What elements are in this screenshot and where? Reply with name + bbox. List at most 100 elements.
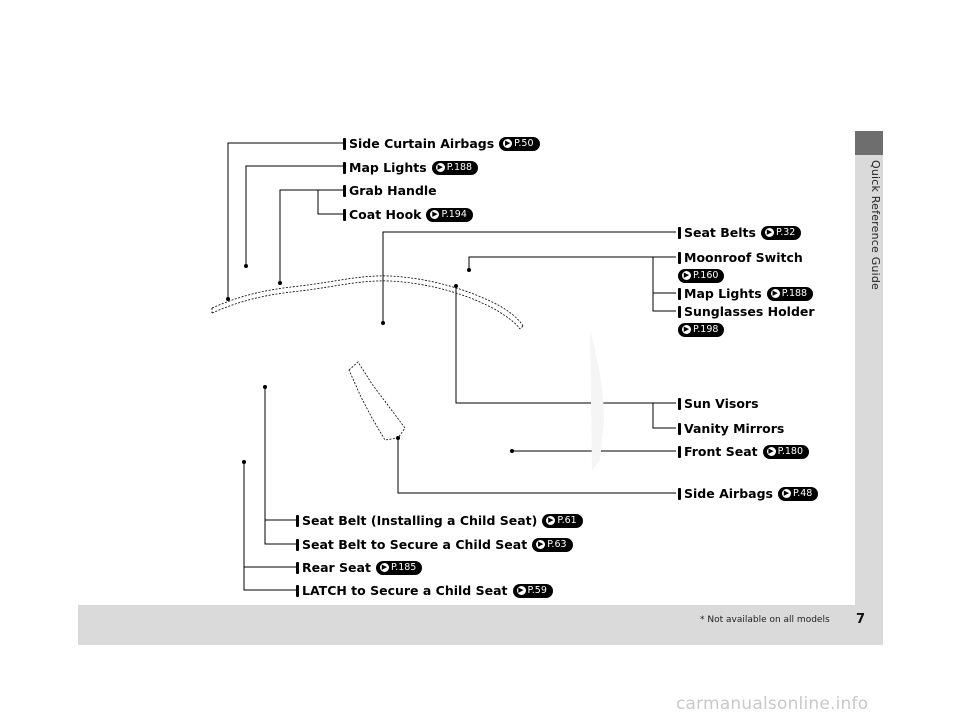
- callout-label: Seat Belt to Secure a Child Seat: [302, 537, 528, 552]
- arrow-icon: ▶: [435, 163, 445, 172]
- page-ref-link[interactable]: ▶P.198: [678, 322, 725, 337]
- callout-latch: LATCH to Secure a Child Seat ▶P.59: [296, 583, 553, 598]
- bullet-marker: [343, 184, 346, 197]
- page-ref-link[interactable]: ▶P.59: [512, 583, 553, 598]
- page-ref-link[interactable]: ▶P.188: [431, 160, 479, 175]
- arrow-icon: ▶: [781, 489, 791, 498]
- bullet-marker: [678, 226, 681, 239]
- seat-back-outline: [348, 361, 406, 441]
- arrow-icon: ▶: [682, 271, 691, 280]
- callout-label: Sunglasses Holder: [684, 304, 815, 319]
- page-ref-link[interactable]: ▶P.50: [499, 136, 540, 151]
- page-ref-link[interactable]: ▶P.180: [762, 444, 810, 459]
- callout-rear-seat: Rear Seat ▶P.185: [296, 560, 423, 575]
- arrow-icon: ▶: [766, 447, 776, 456]
- section-tab: [855, 131, 883, 155]
- leader-seat-belts: [382, 231, 676, 323]
- callout-seat-belt-installing-child-seat: Seat Belt (Installing a Child Seat) ▶P.6…: [296, 513, 583, 528]
- leader-vanity-mirrors: [652, 403, 676, 429]
- bullet-marker: [296, 561, 299, 574]
- page-ref-link[interactable]: ▶P.188: [766, 286, 814, 301]
- bullet-marker: [678, 422, 681, 435]
- page-ref-link[interactable]: ▶P.160: [678, 268, 725, 283]
- leader-seat-belt-secure: [264, 520, 296, 545]
- callout-label: Seat Belts: [684, 225, 756, 240]
- bullet-marker: [296, 538, 299, 551]
- callout-label: Sun Visors: [684, 396, 759, 411]
- callout-map-lights-left: Map Lights ▶P.188: [343, 160, 479, 175]
- page-ref-link[interactable]: ▶P.63: [532, 537, 573, 552]
- bullet-marker: [343, 137, 346, 150]
- callout-label: Front Seat: [684, 444, 758, 459]
- page-ref-link[interactable]: ▶P.48: [777, 486, 819, 501]
- bullet-marker: [678, 251, 681, 264]
- leader-latch: [243, 567, 296, 591]
- arrow-icon: ▶: [764, 228, 774, 237]
- leader-sun-visors: [455, 286, 676, 404]
- arrow-icon: ▶: [536, 540, 546, 549]
- page-ref-link[interactable]: ▶P.61: [542, 513, 583, 528]
- callout-coat-hook: Coat Hook ▶P.194: [343, 207, 473, 222]
- leader-right-bracket: [652, 257, 676, 312]
- callout-label: Seat Belt (Installing a Child Seat): [302, 513, 538, 528]
- callout-sun-visors: Sun Visors: [678, 396, 759, 411]
- callout-side-curtain-airbags: Side Curtain Airbags ▶P.50: [343, 136, 540, 151]
- bullet-marker: [343, 208, 346, 221]
- bullet-marker: [296, 514, 299, 527]
- callout-label: Side Airbags: [684, 486, 773, 501]
- callout-label: Moonroof Switch: [684, 250, 803, 265]
- footer-note: * Not available on all models: [700, 615, 830, 625]
- bullet-marker: [678, 305, 681, 318]
- callout-label: LATCH to Secure a Child Seat: [302, 583, 508, 598]
- arrow-icon: ▶: [682, 325, 691, 334]
- callout-grab-handle: Grab Handle: [343, 183, 437, 198]
- leader-moonroof: [468, 256, 676, 270]
- page-ref-link[interactable]: ▶P.32: [760, 225, 802, 240]
- leader-grab-handle: [279, 189, 343, 283]
- arrow-icon: ▶: [503, 139, 513, 148]
- callout-seat-belt-secure-child-seat: Seat Belt to Secure a Child Seat ▶P.63: [296, 537, 573, 552]
- section-label: Quick Reference Guide: [869, 160, 882, 290]
- arrow-icon: ▶: [379, 563, 389, 572]
- callout-label: Side Curtain Airbags: [349, 136, 495, 151]
- leader-seat-belt-child: [264, 387, 296, 521]
- arrow-icon: ▶: [430, 210, 440, 219]
- page-ref-link[interactable]: ▶P.194: [426, 207, 473, 222]
- leader-side-airbags: [397, 438, 676, 494]
- callout-label: Coat Hook: [349, 207, 422, 222]
- callout-label: Rear Seat: [302, 560, 371, 575]
- bullet-marker: [678, 397, 681, 410]
- callout-seat-belts: Seat Belts ▶P.32: [678, 225, 802, 240]
- bullet-marker: [296, 584, 299, 597]
- callout-label: Grab Handle: [349, 183, 437, 198]
- callout-label: Map Lights: [684, 286, 762, 301]
- leader-map-lights-left: [245, 165, 343, 266]
- callout-label: Map Lights: [349, 160, 427, 175]
- callout-side-airbags: Side Airbags ▶P.48: [678, 486, 819, 501]
- leader-rear-seat: [243, 462, 296, 568]
- section-strip: [855, 155, 883, 605]
- arrow-icon: ▶: [546, 516, 556, 525]
- arrow-icon: ▶: [770, 289, 780, 298]
- arrow-icon: ▶: [516, 586, 526, 595]
- bullet-marker: [678, 487, 681, 500]
- bullet-marker: [678, 445, 681, 458]
- callout-moonroof-switch: Moonroof Switch ▶P.160: [678, 250, 803, 283]
- callout-map-lights-right: Map Lights ▶P.188: [678, 286, 814, 301]
- page-number: 7: [856, 612, 866, 627]
- footer-band: [78, 605, 883, 645]
- bullet-marker: [678, 287, 681, 300]
- leader-coat-hook: [317, 190, 343, 215]
- callout-vanity-mirrors: Vanity Mirrors: [678, 421, 784, 436]
- watermark: carmanualsonline.info: [676, 694, 869, 714]
- callout-label: Vanity Mirrors: [684, 421, 785, 436]
- page-ref-link[interactable]: ▶P.185: [375, 560, 423, 575]
- callout-sunglasses-holder: Sunglasses Holder ▶P.198: [678, 304, 815, 337]
- bullet-marker: [343, 161, 346, 174]
- callout-front-seat: Front Seat ▶P.180: [678, 444, 810, 459]
- faint-dashboard-shape: [590, 330, 604, 470]
- roofline-outline: [211, 275, 524, 330]
- leader-side-curtain-airbags: [227, 142, 343, 299]
